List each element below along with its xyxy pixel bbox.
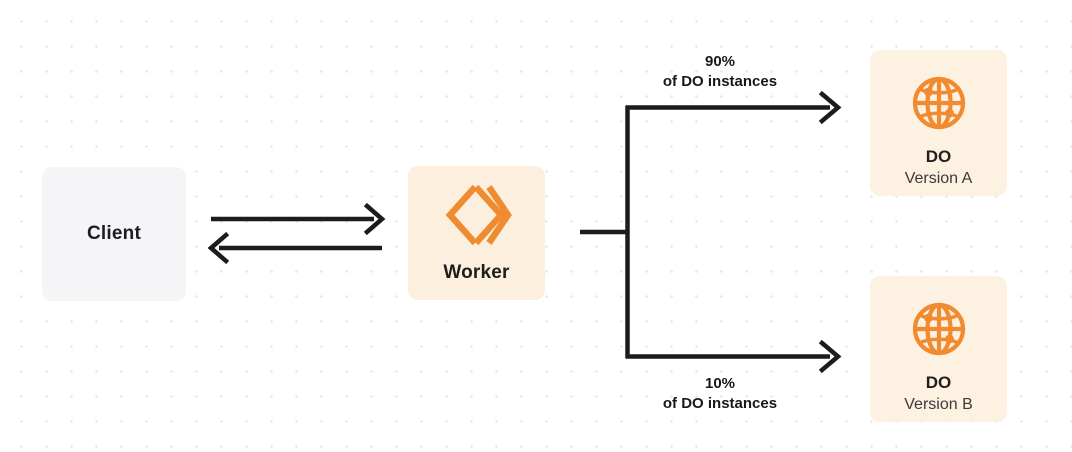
do-b-version-label: Version B — [904, 395, 973, 413]
edge-percent-do-b: 10% — [704, 375, 736, 392]
node-do-version-b[interactable]: DO Version B — [870, 276, 1007, 422]
node-client[interactable]: Client — [42, 167, 186, 301]
edge-client-to-worker — [211, 202, 386, 236]
node-do-version-a[interactable]: DO Version A — [870, 50, 1007, 196]
globe-icon — [909, 299, 969, 359]
do-b-label: DO — [925, 372, 952, 392]
node-worker[interactable]: Worker — [408, 166, 545, 300]
edge-label-do-a: 90% of DO instances — [600, 52, 840, 93]
edge-description-do-b: of DO instances — [662, 395, 778, 413]
do-a-label: DO — [925, 146, 952, 166]
worker-label: Worker — [443, 262, 510, 283]
edge-percent-do-a: 90% — [704, 53, 736, 70]
do-a-version-label: Version A — [904, 169, 973, 187]
edge-worker-to-client — [207, 231, 382, 265]
edge-worker-split-junction — [580, 105, 630, 359]
client-label: Client — [87, 223, 141, 244]
globe-icon — [909, 73, 969, 133]
edge-worker-to-do-a — [626, 90, 842, 125]
edge-description-do-a: of DO instances — [662, 73, 778, 91]
edge-label-do-b: 10% of DO instances — [600, 374, 840, 415]
cloudflare-workers-icon — [442, 182, 512, 248]
edge-worker-to-do-b — [626, 339, 842, 374]
